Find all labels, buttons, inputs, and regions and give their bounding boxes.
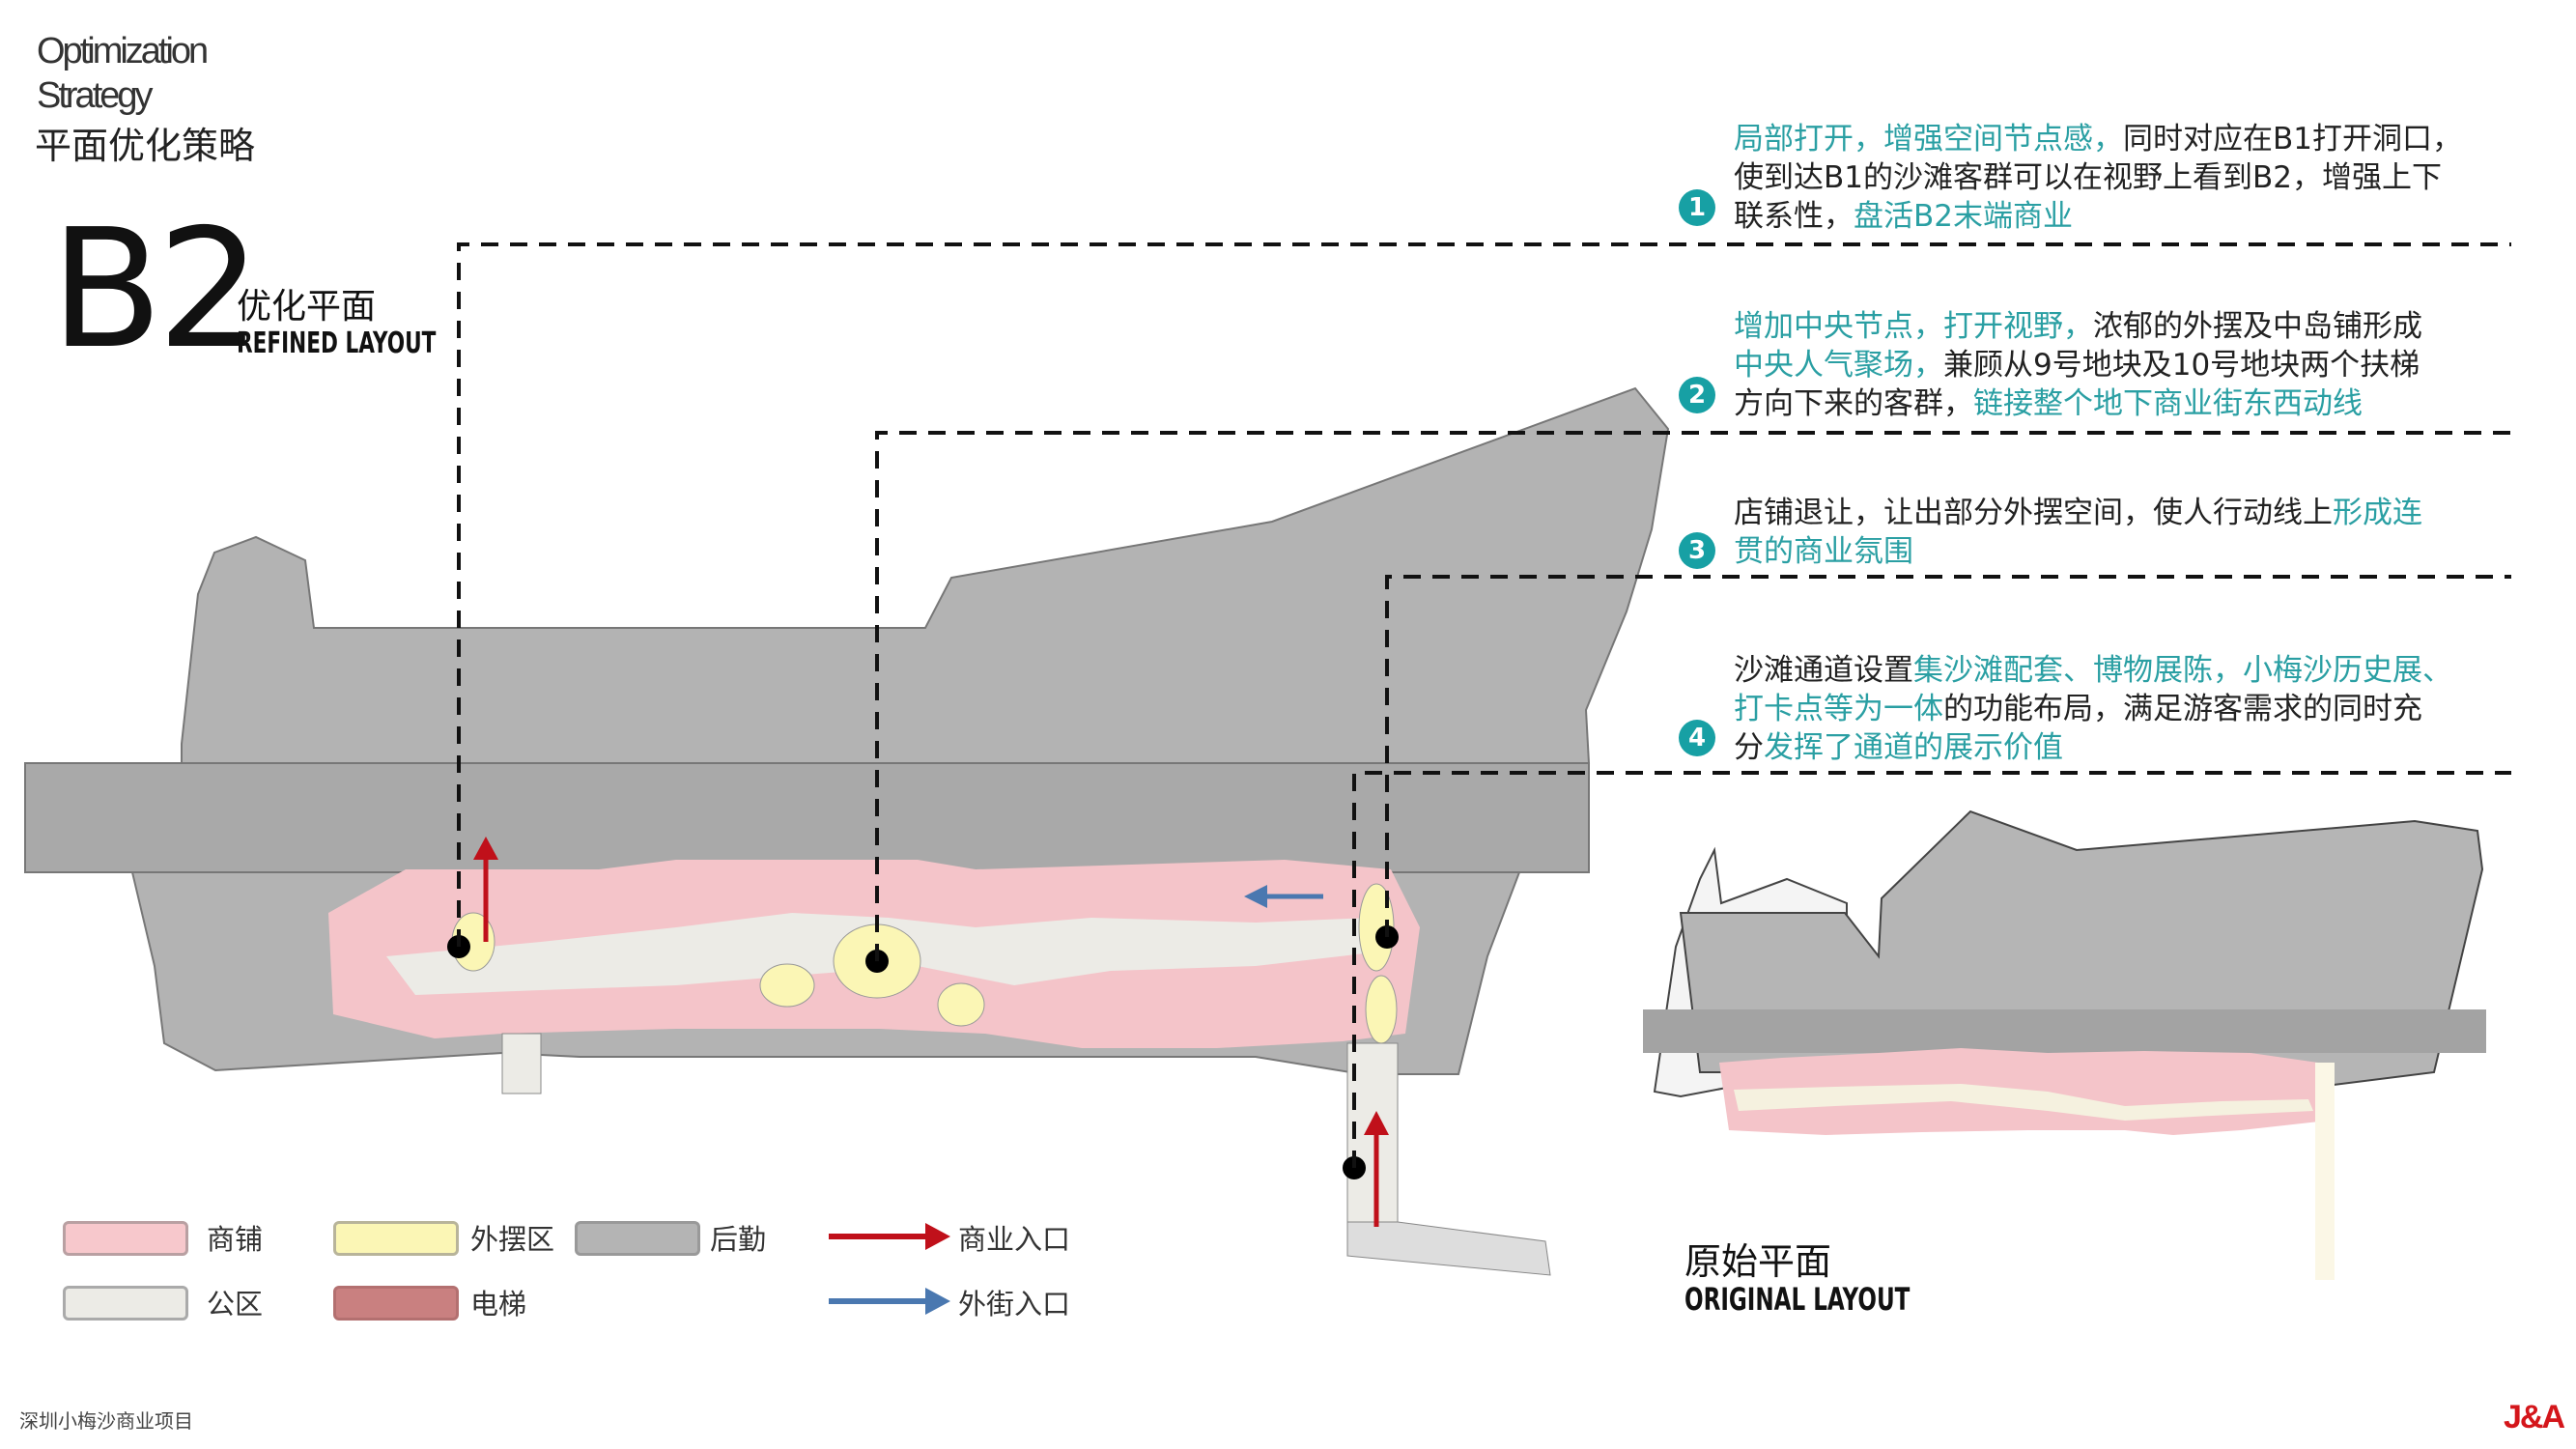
main-corridor <box>24 762 1590 873</box>
arrow-head-icon <box>1244 885 1267 908</box>
outdoor-node <box>937 982 985 1027</box>
legend-swatch-public <box>63 1286 188 1321</box>
footer-project-name: 深圳小梅沙商业项目 <box>19 1409 193 1433</box>
leader-line-1 <box>457 242 2511 947</box>
note-text: 链接整个地下商业街东西动线 <box>1973 386 2363 421</box>
original-floor-plan <box>1643 810 2486 1280</box>
note-4: 沙滩通道设置集沙滩配套、博物展陈，小梅沙历史展、 打卡点等为一体的功能布局，满足… <box>1734 651 2452 767</box>
note-text: 增加中央节点，打开视野， <box>1734 309 2093 344</box>
legend-label-street-entry: 外街入口 <box>958 1288 1071 1321</box>
note-number-badge: 2 <box>1679 377 1715 413</box>
page-title-cn: 平面优化策略 <box>35 125 256 167</box>
legend-swatch-logistics <box>575 1221 700 1256</box>
legend-label-logistics: 后勤 <box>710 1223 767 1256</box>
note-text: 分 <box>1734 730 1764 765</box>
note-text: 方向下来的客群， <box>1734 386 1973 421</box>
refined-floor-plan <box>24 386 1670 1276</box>
note-text: 浓郁的外摆及中岛铺形成 <box>2093 309 2422 344</box>
note-text: 中央人气聚场， <box>1734 348 1943 383</box>
beach-stair <box>1346 1221 1551 1276</box>
legend-swatch-elevator <box>333 1286 459 1321</box>
logistics-area-north <box>181 386 1670 764</box>
south-entry <box>501 1033 542 1094</box>
original-public-walkway <box>1734 1084 2313 1121</box>
note-text: 使到达B1的沙滩客群可以在视野上看到B2，增强上下 <box>1734 160 2442 195</box>
note-text: 打卡点等为一体 <box>1734 692 1943 726</box>
note-text: 同时对应在B1打开洞口， <box>2123 122 2462 156</box>
arrow-head-icon <box>473 837 498 860</box>
legend-swatch-shop <box>63 1221 188 1256</box>
arrow-head-icon <box>925 1288 950 1315</box>
leader-line-2 <box>875 431 2511 961</box>
note-text: 集沙滩配套、博物展陈，小梅沙历史展、 <box>1913 653 2452 688</box>
outdoor-node <box>1365 975 1398 1044</box>
leader-line-3 <box>1385 575 2511 937</box>
page-title-en: Optimization Strategy <box>37 31 209 116</box>
note-number-badge: 1 <box>1679 189 1715 226</box>
note-number-badge: 4 <box>1679 720 1715 756</box>
refined-title-en: REFINED LAYOUT <box>237 327 437 360</box>
note-text: 局部打开，增强空间节点感， <box>1734 122 2123 156</box>
original-title-cn: 原始平面 <box>1684 1240 1832 1283</box>
note-text: 的功能布局，满足游客需求的同时充 <box>1943 692 2422 726</box>
legend-label-public: 公区 <box>207 1288 264 1321</box>
note-text: 盘活B2末端商业 <box>1854 199 2073 234</box>
note-number-badge: 3 <box>1679 532 1715 569</box>
leader-line-4 <box>1352 771 2511 1168</box>
original-title-en: ORIGINAL LAYOUT <box>1684 1281 1911 1318</box>
leader-lines <box>457 242 2511 1168</box>
company-logo: J&A <box>2504 1399 2565 1435</box>
note-text: 兼顾从9号地块及10号地块两个扶梯 <box>1943 348 2420 383</box>
arrow-head-icon <box>925 1223 950 1250</box>
legend-label-shop: 商铺 <box>207 1223 264 1256</box>
note-3: 店铺退让，让出部分外摆空间，使人行动线上形成连 贯的商业氛围 <box>1734 494 2422 571</box>
original-beach-passage <box>2315 1063 2335 1280</box>
level-label: B2 <box>50 194 262 385</box>
legend-label-outdoor: 外摆区 <box>470 1223 555 1256</box>
outdoor-node <box>759 963 815 1008</box>
note-text: 形成连 <box>2333 496 2422 530</box>
note-text: 沙滩通道设置 <box>1734 653 1913 688</box>
legend-label-commercial-entry: 商业入口 <box>958 1223 1071 1256</box>
legend-label-elevator: 电梯 <box>470 1288 527 1321</box>
note-2: 增加中央节点，打开视野，浓郁的外摆及中岛铺形成 中央人气聚场，兼顾从9号地块及1… <box>1734 307 2422 423</box>
note-1: 局部打开，增强空间节点感，同时对应在B1打开洞口， 使到达B1的沙滩客群可以在视… <box>1734 120 2462 236</box>
refined-title-cn: 优化平面 <box>237 287 377 327</box>
note-text: 店铺退让，让出部分外摆空间，使人行动线上 <box>1734 496 2333 530</box>
note-text: 贯的商业氛围 <box>1734 534 1913 569</box>
arrow-head-icon <box>1364 1111 1389 1135</box>
original-corridor <box>1643 1009 2486 1053</box>
note-text: 发挥了通道的展示价值 <box>1764 730 2063 765</box>
legend-swatch-outdoor <box>333 1221 459 1256</box>
note-text: 联系性， <box>1734 199 1854 234</box>
